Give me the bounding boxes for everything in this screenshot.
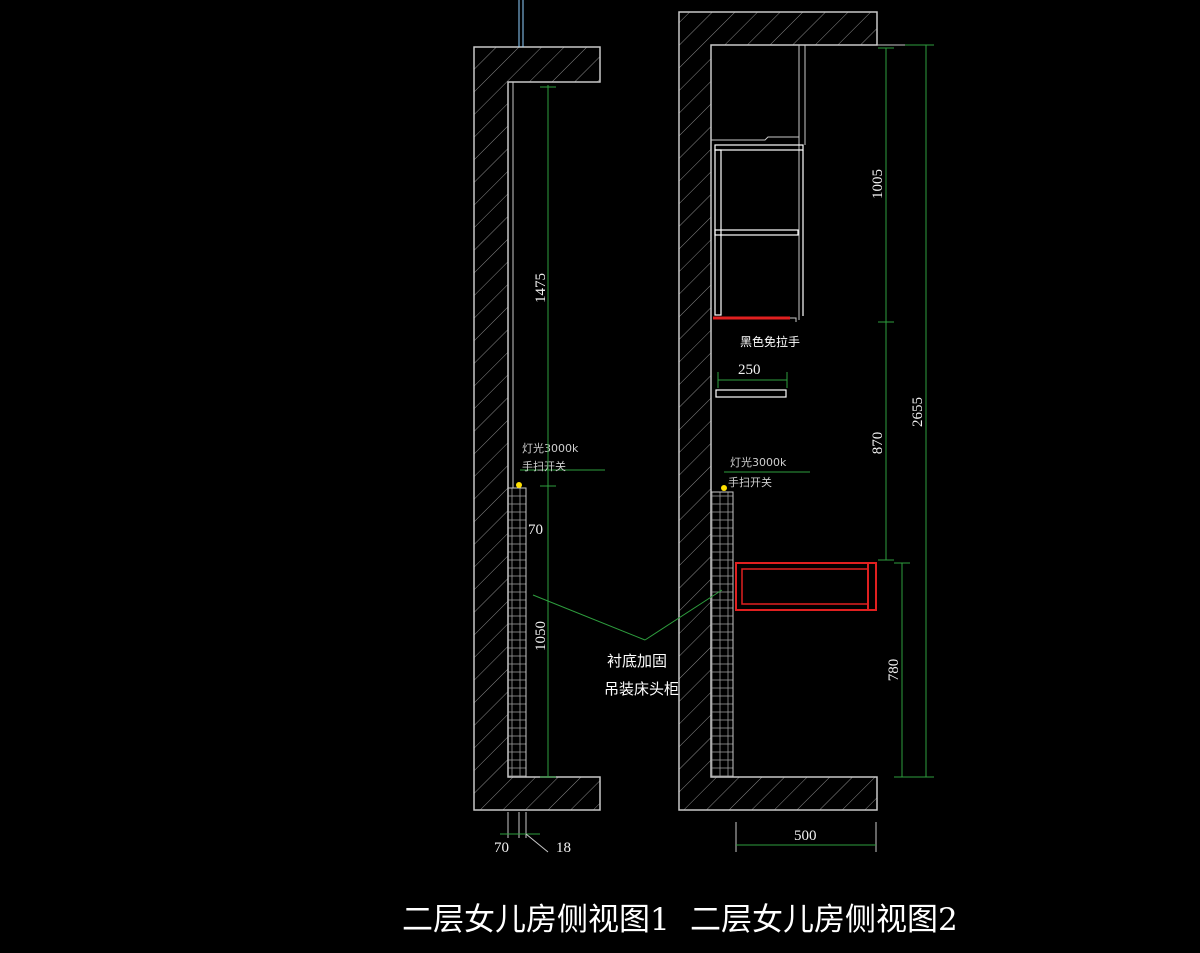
caption-view2: 二层女儿房侧视图2 (690, 902, 958, 938)
view1-dim-1475: 1475 (533, 273, 549, 303)
view2-dim-780: 780 (886, 659, 902, 682)
callout-line-2: 吊装床头柜 (604, 680, 679, 698)
callout-leaders (532, 589, 723, 641)
view1-backing-board (507, 487, 527, 778)
view2-light-label-1: 灯光3000k (730, 455, 787, 469)
view1-dim-18-leader (525, 833, 549, 853)
callout-line-1: 衬底加固 (607, 652, 667, 670)
view2-dim-1005: 1005 (870, 169, 886, 199)
view1-dim-18: 18 (556, 840, 571, 856)
view2-shelf-1 (714, 144, 804, 151)
view2-handle-label: 黑色免拉手 (740, 334, 800, 349)
view2-dim-500: 500 (794, 828, 817, 844)
view1-side-elevation: 灯光3000k 手扫开关 1475 70 1050 70 18 (473, 0, 605, 856)
view1-light-marker (516, 482, 522, 488)
view2-hanging-bedside-cabinet (735, 562, 877, 611)
view2-handle-end (790, 317, 797, 322)
view2-wall-section (678, 11, 878, 811)
view1-dim-1050: 1050 (533, 621, 549, 651)
view2-wall-shelf (715, 389, 787, 398)
view1-dim-70-bottom: 70 (494, 840, 509, 856)
view2-light-label-2: 手扫开关 (728, 475, 772, 489)
view2-upper-cabinet (710, 45, 806, 320)
view2-cabinet-side (714, 149, 722, 316)
view2-dim-2655: 2655 (910, 397, 926, 427)
view2-dim-870: 870 (870, 432, 886, 455)
view2-shelf-2 (714, 229, 799, 236)
view2-backing-board (710, 491, 734, 778)
view2-light-marker (721, 485, 727, 491)
caption-view1: 二层女儿房侧视图1 (402, 902, 670, 938)
view2-dim-250: 250 (738, 362, 761, 378)
view1-light-label-1: 灯光3000k (522, 441, 579, 455)
view1-dim-70-top: 70 (528, 522, 543, 538)
view2-side-elevation: 黑色免拉手 250 灯光3000k 手扫开关 1005 870 7 (678, 11, 934, 852)
view1-wall-section (473, 46, 601, 811)
view1-light-label-2: 手扫开关 (522, 459, 566, 473)
